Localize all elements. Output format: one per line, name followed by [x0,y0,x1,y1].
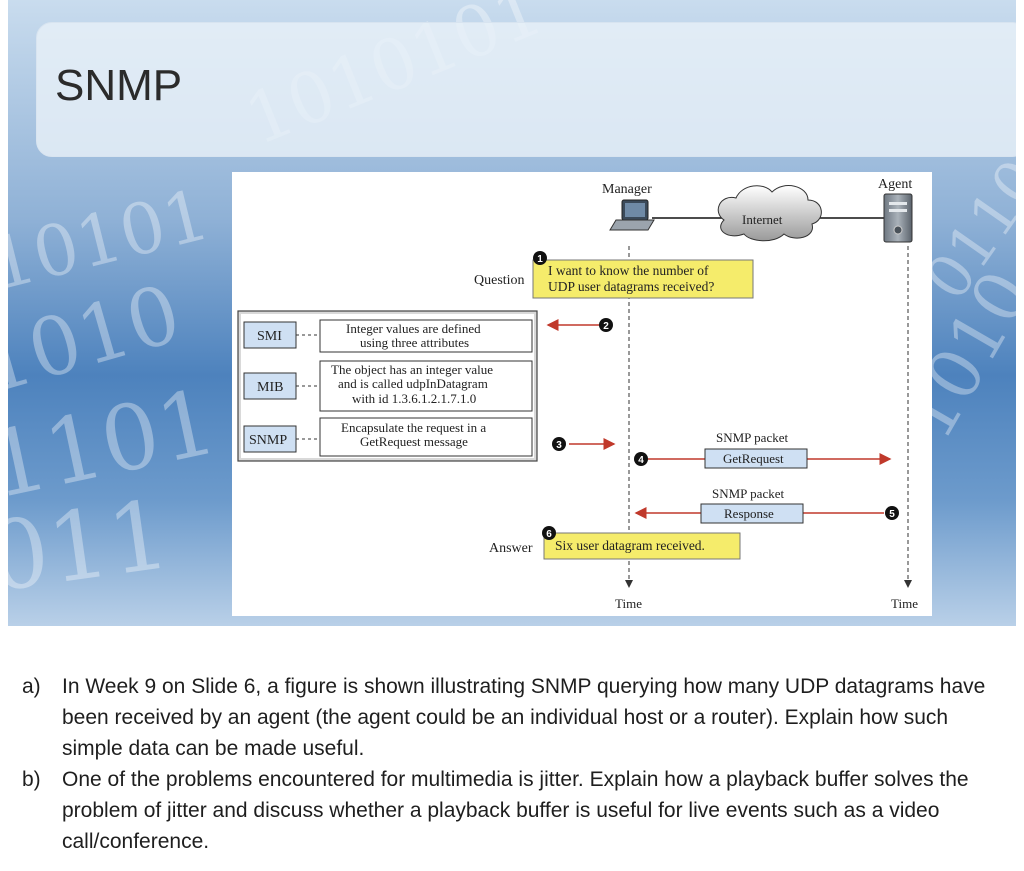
response-box [700,503,804,524]
mib-box [243,372,297,400]
background-binary-pattern: 011 [8,479,177,615]
snmp-description: GetRequest message [360,434,468,449]
snmp-description-box [319,417,533,457]
question-label: Question [474,273,525,288]
mib-label: MIB [257,380,283,395]
question-label: a) [22,675,41,698]
snmp-packet-label: SNMP packet [716,430,788,445]
answer-text: Six user datagram received. [555,538,705,553]
question-box [532,259,754,299]
internet-label: Internet [742,212,783,227]
response-label: Response [724,506,774,521]
time-label-manager: Time [615,596,642,611]
slide-title: SNMP [55,61,183,110]
question-text: One of the problems encountered for mult… [62,768,969,853]
step-1-marker: 1 [533,251,547,265]
snmp-packet-label: SNMP packet [712,486,784,501]
step-4-marker: 4 [634,452,648,466]
step-number: 3 [556,440,562,451]
question-text: I want to know the number of [548,263,709,278]
getrequest-box [704,448,808,469]
question-b: b) One of the problems encountered for m… [22,764,1012,857]
question-a: a) In Week 9 on Slide 6, a figure is sho… [22,671,1012,764]
step-6-marker: 6 [542,526,556,540]
smi-description: using three attributes [360,335,469,350]
title-box: SNMP [36,22,1016,157]
snmp-description: Encapsulate the request in a [341,420,486,435]
mib-description: The object has an integer value [331,362,493,377]
question-list: a) In Week 9 on Slide 6, a figure is sho… [22,671,1012,857]
laptop-icon [609,199,655,231]
smi-description: Integer values are defined [346,321,481,336]
mib-description: and is called udpInDatagram [338,376,488,391]
smi-box [243,321,297,349]
manager-label: Manager [602,182,652,197]
server-icon [883,193,913,243]
slide-banner: 10101 1010 1101 011 1010101 1010 0110 SN… [8,0,1016,626]
snmp-box [243,425,297,453]
step-number: 1 [537,254,543,265]
step-number: 5 [889,509,895,520]
step-number: 4 [638,455,644,466]
snmp-label: SNMP [249,433,287,448]
getrequest-label: GetRequest [723,451,784,466]
smi-label: SMI [257,329,282,344]
step-number: 6 [546,529,552,540]
time-label-agent: Time [891,596,918,611]
question-text: In Week 9 on Slide 6, a figure is shown … [62,675,986,760]
answer-box [543,532,741,560]
internet-cloud-icon [717,185,822,242]
step-number: 2 [603,321,609,332]
question-text: UDP user datagrams received? [548,279,714,294]
question-label: b) [22,768,41,791]
mib-description-box [319,360,533,412]
step-3-marker: 3 [552,437,566,451]
snmp-diagram: Manager Agent Internet [232,172,932,616]
smi-description-box [319,319,533,353]
step-5-marker: 5 [885,506,899,520]
snmp-diagram-svg: Manager Agent Internet [237,177,918,611]
step-2-marker: 2 [599,318,613,332]
answer-label: Answer [489,541,533,556]
mib-description: with id 1.3.6.1.2.1.7.1.0 [352,391,476,406]
agent-label: Agent [878,177,912,192]
